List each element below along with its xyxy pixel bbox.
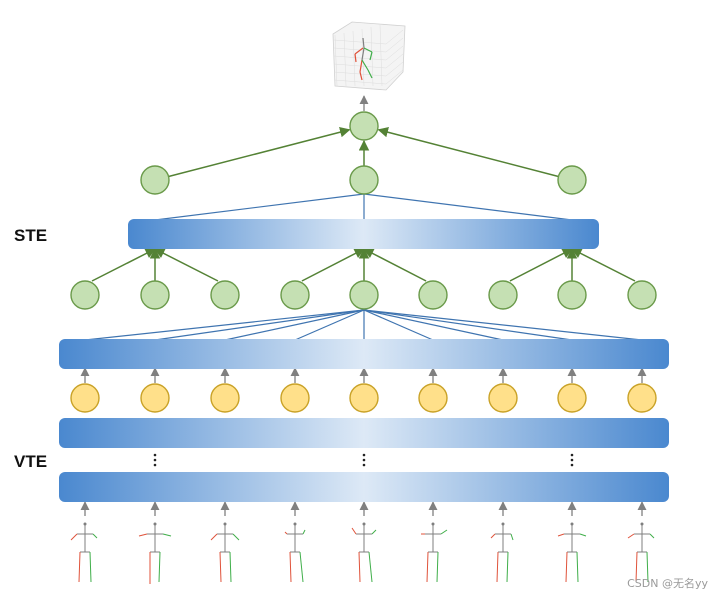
output-arrow-2 xyxy=(377,127,559,178)
frame-token-3 xyxy=(280,383,310,413)
2d-pose-skeleton-icon xyxy=(284,522,306,583)
green-arrow-g0-2 xyxy=(154,248,219,282)
green-arrow-g0-0 xyxy=(91,248,156,282)
vertical-ellipsis-icon xyxy=(153,453,157,467)
2d-pose-skeleton-icon xyxy=(210,522,240,583)
connection-lines xyxy=(80,95,647,516)
ste-label: STE xyxy=(14,226,48,245)
2d-pose-skeleton-icon xyxy=(138,522,172,584)
ste-token-l1-2 xyxy=(210,280,240,310)
ste-token-l1-7 xyxy=(557,280,587,310)
ste-bar xyxy=(128,219,599,249)
frame-token-8 xyxy=(627,383,657,413)
ste-token-l2-2 xyxy=(557,165,587,195)
green-arrow-g2-0 xyxy=(509,248,573,282)
csdn-watermark: CSDN @无名yy xyxy=(627,577,708,590)
output-arrow-0 xyxy=(168,127,351,178)
fan-line-8 xyxy=(363,309,643,341)
frame-token-1 xyxy=(140,383,170,413)
ste-token-l2-0 xyxy=(140,165,170,195)
frame-token-4 xyxy=(349,383,379,413)
ste-token-l1-5 xyxy=(418,280,448,310)
frame-token-7 xyxy=(557,383,587,413)
pose-icons xyxy=(70,21,655,584)
frame-token-6 xyxy=(488,383,518,413)
2d-pose-skeleton-icon xyxy=(557,522,587,583)
2d-pose-skeleton-icon xyxy=(490,522,514,583)
frame-token-0 xyxy=(70,383,100,413)
ste-token-l1-1 xyxy=(140,280,170,310)
fan-line-7 xyxy=(363,309,573,341)
vte-bar-lower xyxy=(59,472,669,502)
ste-token-l2-1 xyxy=(349,165,379,195)
green-arrow-g1-2 xyxy=(363,248,427,282)
2d-pose-skeleton-icon xyxy=(421,522,448,583)
ste-token-l1-8 xyxy=(627,280,657,310)
fan-line-2 xyxy=(224,309,365,341)
token-nodes xyxy=(70,111,657,467)
vertical-ellipsis-icon xyxy=(570,453,574,467)
2d-pose-skeleton-icon xyxy=(627,522,655,583)
2d-pose-skeleton-icon xyxy=(70,522,98,583)
vte-bar-upper xyxy=(59,418,669,448)
output-token xyxy=(349,111,379,141)
frame-token-2 xyxy=(210,383,240,413)
fan-line-5 xyxy=(363,309,434,341)
ste-fan-line-0 xyxy=(154,193,365,221)
fan-line-3 xyxy=(294,309,365,341)
fan-line-0 xyxy=(84,309,365,341)
frame-level-bar xyxy=(59,339,669,369)
ste-token-l1-4 xyxy=(349,280,379,310)
vertical-ellipsis-icon xyxy=(362,453,366,467)
vte-label: VTE xyxy=(14,452,48,471)
ste-token-l1-0 xyxy=(70,280,100,310)
3d-pose-plot-icon xyxy=(332,21,406,91)
encoder-bars xyxy=(59,219,669,502)
ste-fan-line-2 xyxy=(363,193,573,221)
2d-pose-skeleton-icon xyxy=(351,522,377,583)
fan-line-1 xyxy=(154,309,365,341)
green-arrow-g1-0 xyxy=(301,248,365,282)
frame-token-5 xyxy=(418,383,448,413)
ste-token-l1-3 xyxy=(280,280,310,310)
ste-token-l1-6 xyxy=(488,280,518,310)
fan-line-6 xyxy=(363,309,504,341)
green-arrow-g2-2 xyxy=(571,248,636,282)
